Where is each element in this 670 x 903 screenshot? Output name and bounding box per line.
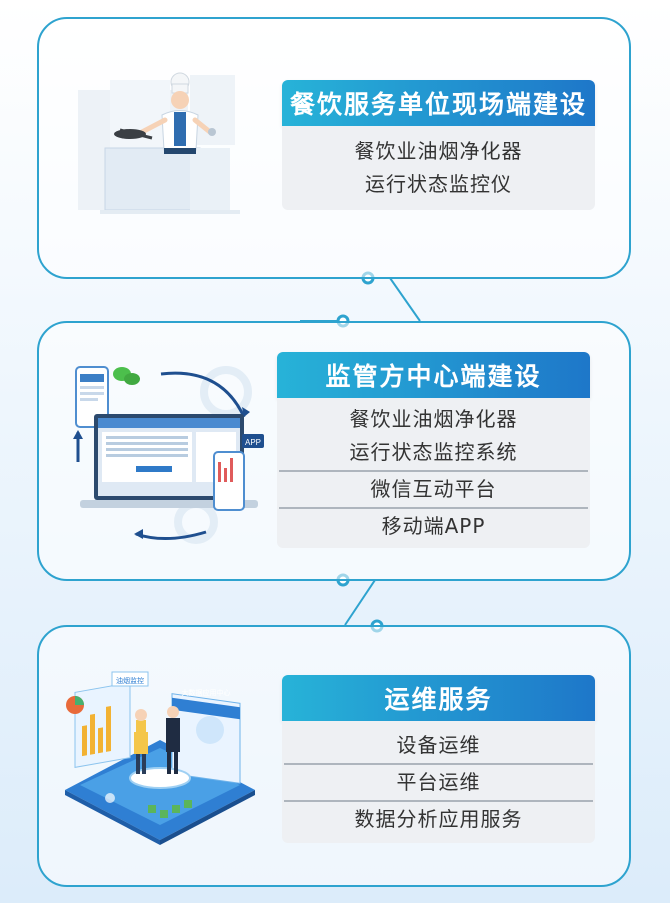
app-badge-text: APP xyxy=(245,438,261,447)
screen-caption-text: 大数据应用中心 xyxy=(182,688,231,697)
section-items: 餐饮业油烟净化器 运行状态监控仪 xyxy=(282,126,595,210)
section-title: 运维服务 xyxy=(282,675,595,721)
item-separator xyxy=(284,799,593,802)
section-items: 设备运维 平台运维 数据分析应用服务 xyxy=(282,721,595,843)
list-item: 移动端APP xyxy=(381,514,486,538)
section-title: 餐饮服务单位现场端建设 xyxy=(282,80,595,126)
panel-sign-text: 油烟监控 xyxy=(116,676,144,685)
list-item: 运行状态监控仪 xyxy=(365,172,512,196)
list-item: 数据分析应用服务 xyxy=(354,806,523,831)
item-separator xyxy=(284,762,593,765)
list-item: 餐饮业油烟净化器 xyxy=(349,407,518,431)
monitoring-platform-illustration: APP xyxy=(73,366,264,544)
item-separator xyxy=(279,470,588,472)
list-item: 设备运维 xyxy=(396,732,481,757)
data-center-illustration: 油烟监控 大数据应用中心 xyxy=(65,671,255,845)
list-item: 运行状态监控系统 xyxy=(349,440,518,464)
list-item: 平台运维 xyxy=(396,769,481,794)
list-item: 餐饮业油烟净化器 xyxy=(354,139,523,163)
chef-cooking-illustration xyxy=(78,72,240,214)
item-separator xyxy=(279,507,588,509)
list-item: 微信互动平台 xyxy=(370,477,497,501)
section-items: 餐饮业油烟净化器 运行状态监控系统 微信互动平台 移动端APP xyxy=(277,398,590,548)
section-title: 监管方中心端建设 xyxy=(277,352,590,398)
